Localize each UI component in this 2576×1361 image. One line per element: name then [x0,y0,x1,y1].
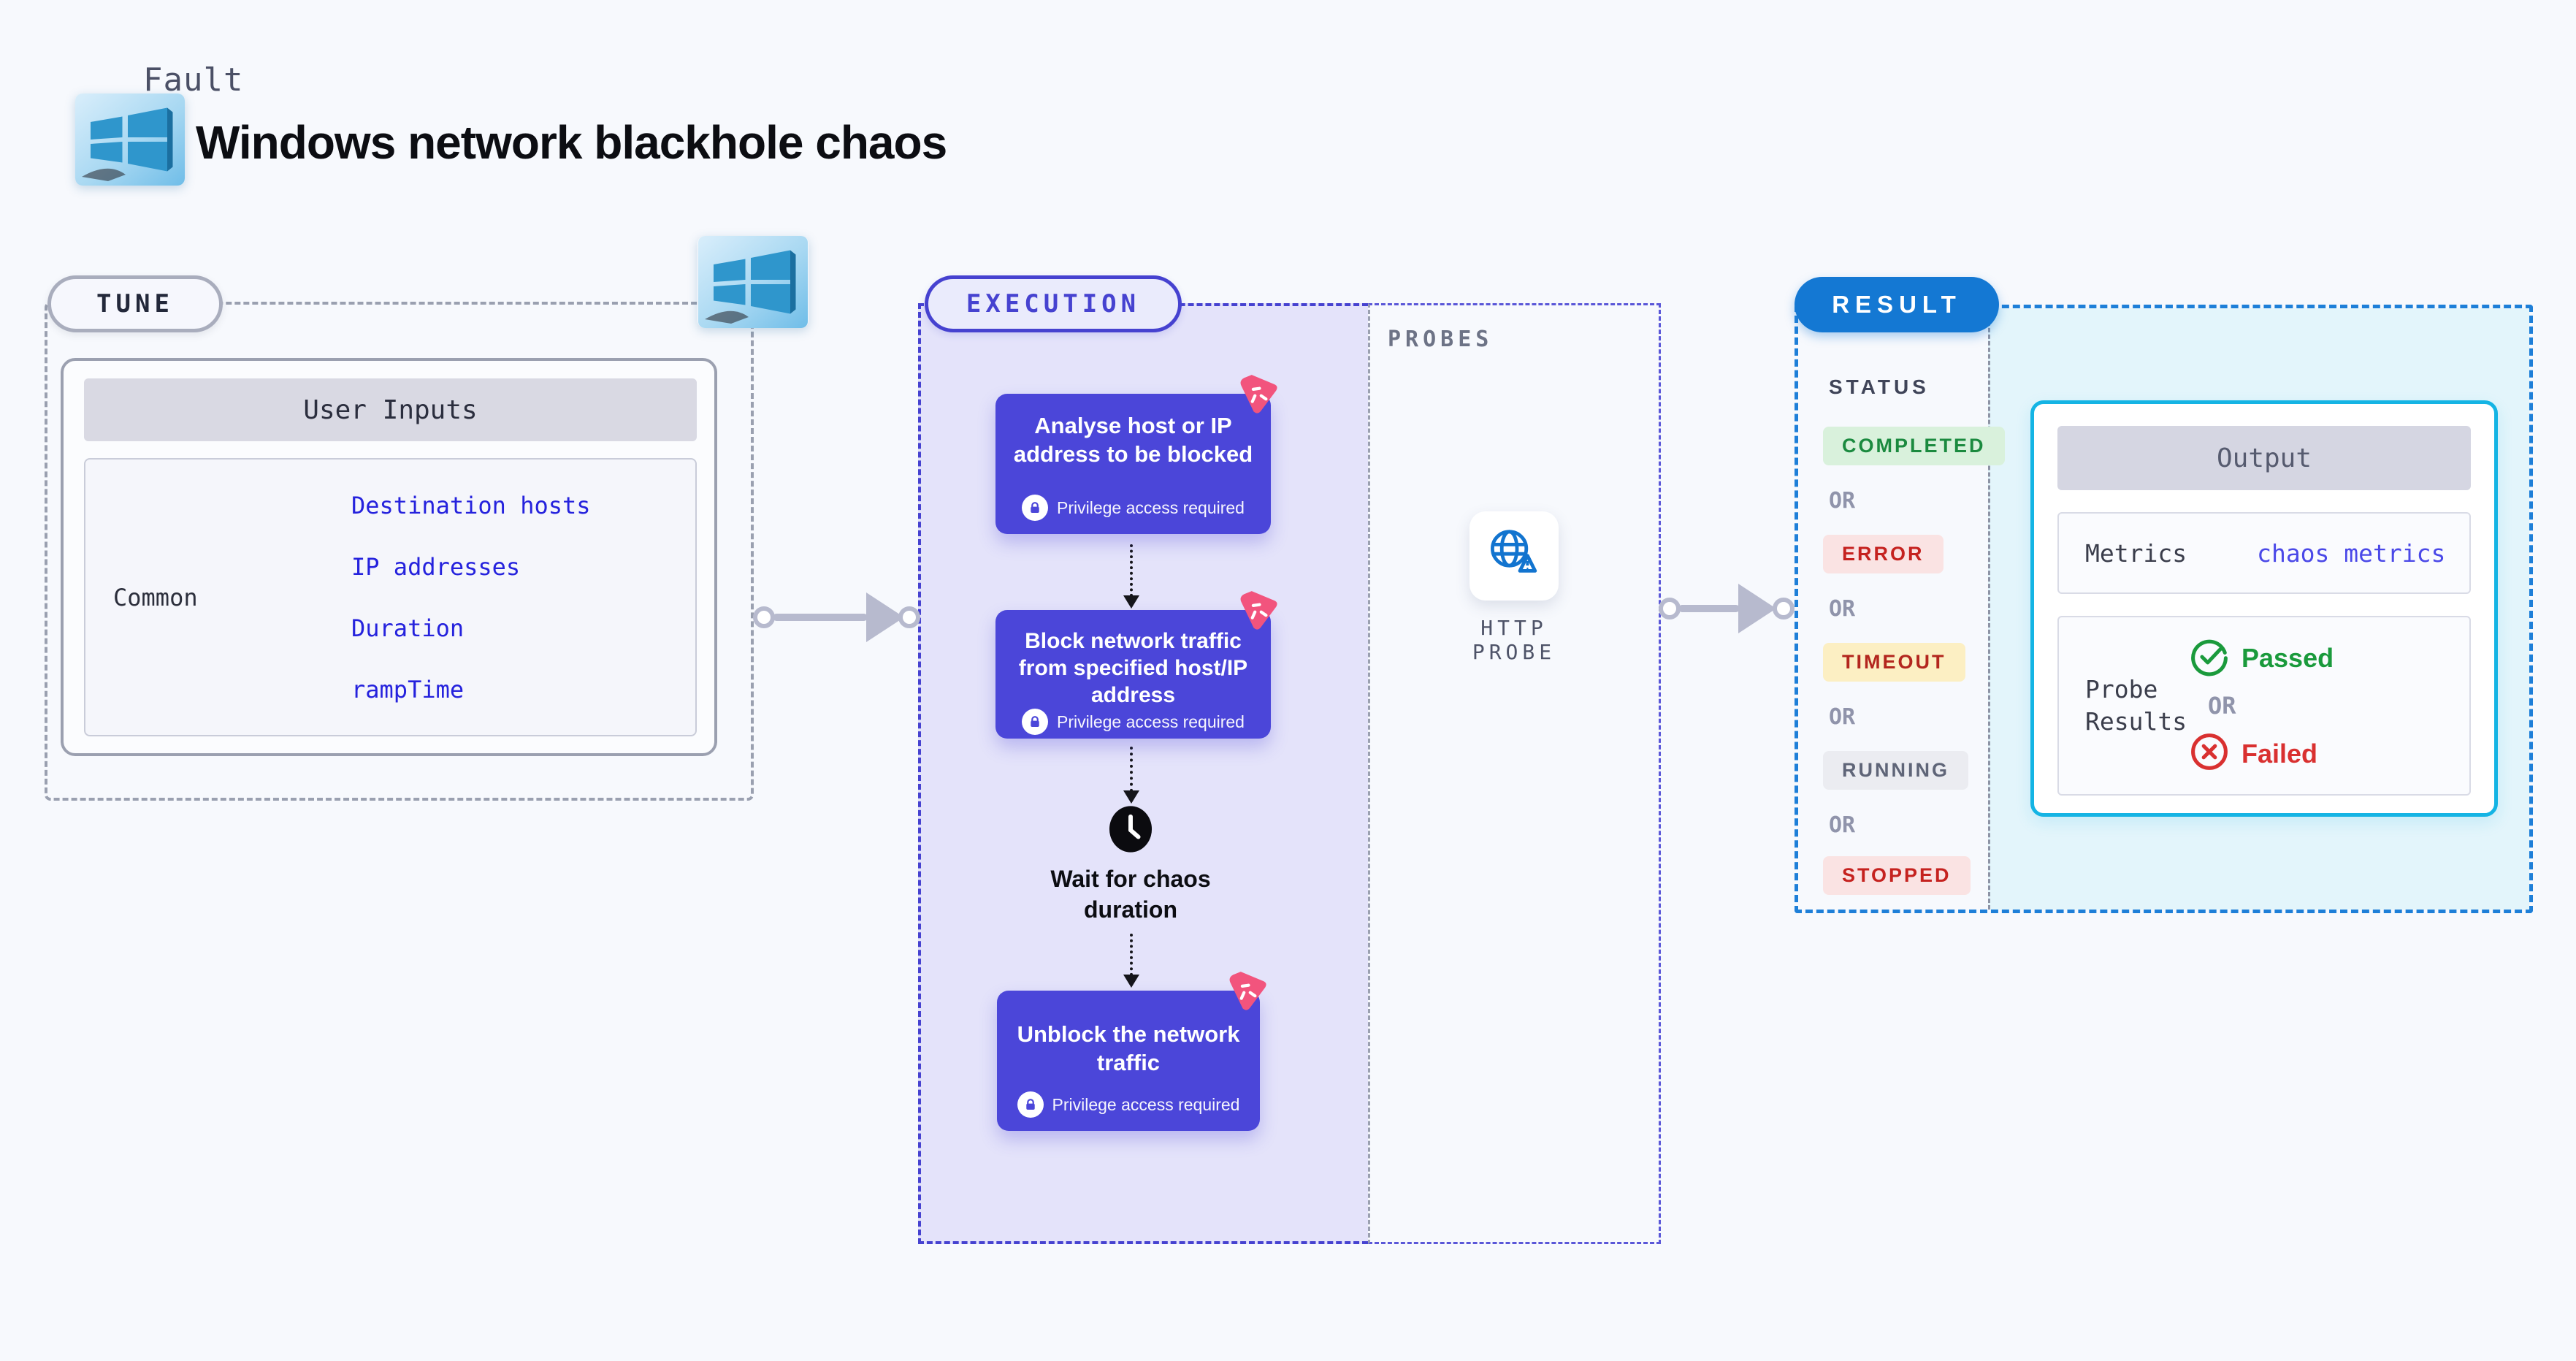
connector-arrowhead [866,592,904,642]
output-card: Output Metrics chaos metrics Probe Resul… [2030,400,2498,817]
wait-step-title: Wait for chaos duration [1050,866,1211,923]
result-label: RESULT [1795,277,1999,332]
chaos-logo-icon [1233,370,1283,420]
privilege-badge: Privilege access required [1022,495,1245,521]
connector-dot [898,606,920,628]
page-title: Windows network blackhole chaos [196,116,947,169]
connector-line [773,614,868,621]
lock-icon [1022,709,1049,735]
metrics-label: Metrics [2085,538,2187,568]
or-separator: OR [1829,812,1856,838]
connector-line [1678,605,1740,612]
flow-dotted-line [1130,934,1133,976]
probes-container [1368,303,1661,1244]
passed-text: Passed [2241,642,2334,673]
flow-arrow-icon [1123,790,1139,804]
lock-icon [1022,495,1049,521]
failed-text: Failed [2241,738,2318,769]
user-inputs-table: Common Destination hosts IP addresses Du… [84,458,697,736]
connector-dot [1773,598,1795,619]
status-badge-stopped: STOPPED [1823,856,1971,895]
input-links: Destination hosts IP addresses Duration … [326,460,695,735]
link-destination-hosts[interactable]: Destination hosts [351,491,591,519]
flow-arrow-icon [1123,975,1139,988]
privilege-badge-text: Privilege access required [1057,497,1245,517]
execution-label: EXECUTION [925,275,1182,332]
flow-dotted-line [1130,747,1133,792]
status-badge-completed: COMPLETED [1823,427,2005,465]
step-title: Analyse host or IP address to be blocked [1013,413,1253,467]
chaos-logo-icon [1222,967,1272,1017]
privilege-badge: Privilege access required [1022,709,1245,735]
windows-logo-icon-small [697,236,809,328]
or-separator: OR [2208,692,2236,720]
connector-arrowhead [1738,584,1776,633]
or-separator: OR [1829,704,1856,730]
check-circle-icon [2189,636,2230,680]
step-unblock-traffic: Unblock the network traffic Privilege ac… [997,972,1266,1131]
passed-result: Passed [2189,636,2334,680]
privilege-badge-text: Privilege access required [1057,712,1245,731]
http-probe-card [1469,511,1559,601]
failed-result: Failed [2189,731,2334,776]
x-circle-icon [2189,731,2230,776]
chaos-metrics-link[interactable]: chaos metrics [2257,538,2446,568]
probe-results-row: Probe Results Passed OR [2057,616,2471,796]
privilege-badge: Privilege access required [1017,1091,1240,1118]
link-duration[interactable]: Duration [351,614,465,642]
http-probe-label: HTTP PROBE [1472,616,1556,664]
output-header: Output [2057,426,2471,490]
flow-arrow-icon [1123,595,1139,609]
step-block-traffic: Block network traffic from specified hos… [995,591,1277,739]
fault-kicker: Fault [143,61,244,99]
row-label-common: Common [113,583,198,611]
step-analyse-host: Analyse host or IP address to be blocked… [995,375,1277,534]
chaos-logo-icon [1233,587,1283,636]
status-badge-timeout: TIMEOUT [1823,643,1965,682]
privilege-badge-text: Privilege access required [1052,1094,1240,1114]
status-badge-error: ERROR [1823,535,1944,573]
step-title: Unblock the network traffic [1017,1021,1240,1075]
globe-warning-icon [1485,525,1543,587]
metrics-row: Metrics chaos metrics [2057,512,2471,594]
or-separator: OR [1829,596,1856,622]
or-separator: OR [1829,488,1856,514]
user-inputs-card: User Inputs Common Destination hosts IP … [61,358,717,756]
flow-dotted-line [1130,544,1133,597]
link-ramptime[interactable]: rampTime [351,675,465,704]
clock-icon [1107,805,1155,853]
link-ip-addresses[interactable]: IP addresses [351,552,521,581]
status-header: STATUS [1829,375,1930,398]
connector-dot [1659,598,1681,619]
probe-results-label: Probe Results [2085,675,2187,736]
tune-container [45,302,754,801]
lock-icon [1017,1091,1044,1118]
step-title: Block network traffic from specified hos… [1018,629,1248,707]
user-inputs-header: User Inputs [84,378,697,441]
connector-dot [753,606,775,628]
probes-label: PROBES [1388,327,1494,352]
windows-logo-icon [75,94,185,186]
status-badge-running: RUNNING [1823,751,1968,790]
tune-label: TUNE [47,275,223,332]
